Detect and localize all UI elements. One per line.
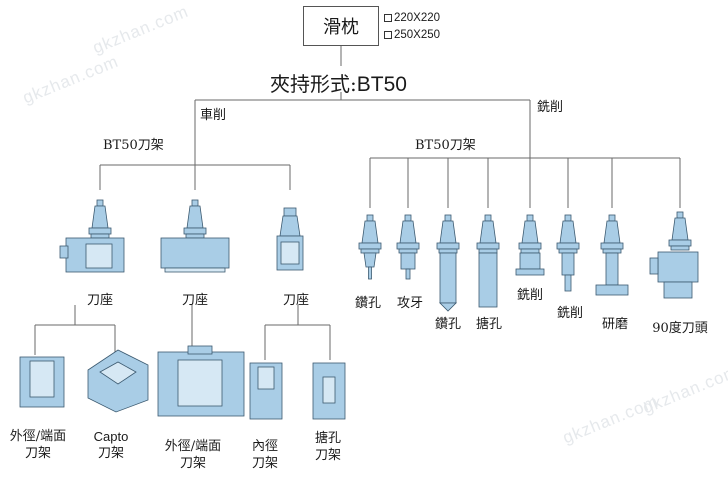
branch-milling: 銑削 [537, 100, 564, 115]
milling-tool-label: 攻牙 [396, 296, 424, 311]
turning-tool-line1: Capto [93, 429, 129, 444]
milling-holder-header: BT50刀架 [415, 138, 476, 153]
turning-tool-label: 外徑/端面 刀架 [10, 428, 66, 462]
drill-chuck-drawing [358, 214, 382, 280]
tool-seat-label: 刀座 [282, 293, 310, 308]
turning-tool-line2: 刀架 [97, 446, 125, 461]
checkbox-icon[interactable] [384, 31, 392, 39]
id-holder-drawing [249, 362, 283, 420]
turning-tool-line2: 刀架 [24, 446, 52, 461]
od-face-holder-2-drawing [157, 345, 245, 417]
turning-tool-line2: 刀架 [251, 456, 279, 471]
turning-tool-line1: 搪孔 [314, 431, 342, 446]
heading-type: BT50 [356, 73, 407, 96]
turning-tool-line2: 刀架 [314, 448, 342, 463]
od-face-holder-1-drawing [19, 356, 65, 408]
boring-bar-holder-drawing [312, 362, 346, 420]
option-220[interactable]: 220X220 [384, 12, 440, 24]
heading-prefix: 夾持形式: [270, 72, 357, 96]
drill-holder-drawing [436, 214, 460, 312]
milling-tool-label: 鑽孔 [354, 296, 382, 311]
tool-drawings [19, 199, 699, 420]
tool-seat-2-drawing [160, 199, 230, 273]
branch-turning: 車削 [200, 108, 227, 123]
milling-tool-label: 90度刀頭 [652, 321, 708, 336]
option-250-label: 250X250 [394, 29, 441, 41]
turning-tool-line1: 外徑/端面 [164, 439, 222, 454]
milling-tool-label: 銑削 [516, 288, 544, 303]
grinding-holder-drawing [595, 214, 629, 296]
ram-title: 滑枕 [303, 6, 379, 46]
option-250[interactable]: 250X250 [384, 29, 440, 41]
checkbox-icon[interactable] [384, 14, 392, 22]
tool-seat-1-drawing [59, 199, 125, 273]
tool-seat-label: 刀座 [181, 293, 209, 308]
turning-tool-line1: 外徑/端面 [9, 429, 67, 444]
milling-tool-label: 銑削 [556, 306, 584, 321]
tool-seat-label: 刀座 [86, 293, 114, 308]
turning-tool-line2: 刀架 [179, 456, 207, 471]
tool-seat-3-drawing [276, 207, 304, 271]
turning-holder-header: BT50刀架 [103, 138, 164, 153]
milling-tool-label: 鑽孔 [434, 317, 462, 332]
tap-holder-drawing [396, 214, 420, 280]
turning-tool-label: Capto 刀架 [94, 428, 129, 462]
option-220-label: 220X220 [394, 12, 441, 24]
turning-tool-line1: 內徑 [251, 439, 279, 454]
milling-holder-1-drawing [515, 214, 545, 276]
turning-tool-label: 搪孔 刀架 [315, 430, 341, 464]
angle-head-drawing [649, 211, 699, 299]
milling-tool-label: 搪孔 [475, 317, 503, 332]
boring-holder-drawing [476, 214, 500, 308]
turning-tool-label: 內徑 刀架 [252, 438, 278, 472]
turning-tool-label: 外徑/端面 刀架 [165, 438, 221, 472]
connector-lines [34, 46, 681, 360]
clamping-type-heading: 夾持形式:BT50 [270, 68, 407, 97]
milling-tool-label: 研磨 [601, 317, 629, 332]
capto-holder-drawing [87, 349, 149, 413]
milling-holder-2-drawing [556, 214, 580, 292]
